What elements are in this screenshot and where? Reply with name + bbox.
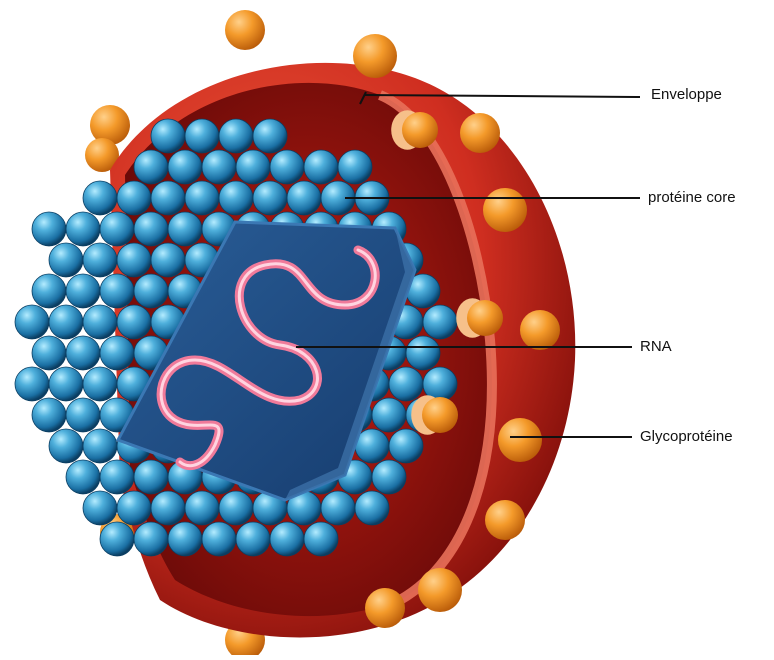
- core-protein-sphere: [66, 460, 100, 494]
- core-protein-sphere: [117, 305, 151, 339]
- core-protein-sphere: [389, 367, 423, 401]
- glycoprotein-knob: [520, 310, 560, 350]
- core-protein-sphere: [151, 181, 185, 215]
- core-protein-sphere: [100, 522, 134, 556]
- core-protein-sphere: [100, 336, 134, 370]
- glycoprotein-knob: [391, 110, 438, 150]
- core-protein-sphere: [219, 181, 253, 215]
- core-protein-sphere: [66, 336, 100, 370]
- core-protein-sphere: [32, 274, 66, 308]
- core-protein-sphere: [236, 150, 270, 184]
- core-protein-sphere: [406, 336, 440, 370]
- core-protein-sphere: [168, 522, 202, 556]
- core-protein-sphere: [83, 181, 117, 215]
- glycoprotein-knob: [365, 588, 405, 628]
- core-protein-sphere: [134, 460, 168, 494]
- core-protein-sphere: [202, 522, 236, 556]
- glycoprotein-knob: [498, 418, 542, 462]
- core-protein-sphere: [304, 522, 338, 556]
- core-protein-sphere: [100, 274, 134, 308]
- core-protein-sphere: [66, 398, 100, 432]
- core-protein-sphere: [134, 212, 168, 246]
- core-protein-sphere: [372, 398, 406, 432]
- core-protein-sphere: [151, 119, 185, 153]
- core-protein-sphere: [321, 491, 355, 525]
- glycoprotein-knob: [225, 10, 265, 50]
- core-protein-sphere: [270, 522, 304, 556]
- core-protein-sphere: [219, 491, 253, 525]
- label-rna: RNA: [640, 338, 672, 356]
- core-protein-sphere: [100, 460, 134, 494]
- core-protein-sphere: [134, 274, 168, 308]
- core-protein-sphere: [389, 429, 423, 463]
- label-core-protein: protéine core: [648, 189, 736, 207]
- core-protein-sphere: [355, 491, 389, 525]
- core-protein-sphere: [66, 274, 100, 308]
- core-protein-sphere: [151, 491, 185, 525]
- core-protein-sphere: [83, 491, 117, 525]
- core-protein-sphere: [202, 150, 236, 184]
- core-protein-sphere: [49, 367, 83, 401]
- core-protein-sphere: [83, 367, 117, 401]
- core-protein-sphere: [423, 305, 457, 339]
- core-protein-sphere: [168, 150, 202, 184]
- core-protein-sphere: [49, 305, 83, 339]
- core-protein-sphere: [66, 212, 100, 246]
- glycoprotein-knob: [460, 113, 500, 153]
- glycoprotein-knob: [485, 500, 525, 540]
- glycoprotein-knob: [456, 298, 503, 338]
- core-protein-sphere: [83, 305, 117, 339]
- glycoprotein-knob: [90, 105, 130, 145]
- core-protein-sphere: [134, 522, 168, 556]
- core-protein-sphere: [117, 491, 151, 525]
- label-envelope: Enveloppe: [651, 86, 722, 104]
- core-protein-sphere: [32, 336, 66, 370]
- core-protein-sphere: [134, 150, 168, 184]
- core-protein-sphere: [32, 398, 66, 432]
- glycoprotein-knob: [418, 568, 462, 612]
- core-protein-sphere: [185, 181, 219, 215]
- core-protein-sphere: [15, 367, 49, 401]
- core-protein-sphere: [168, 212, 202, 246]
- core-protein-sphere: [253, 181, 287, 215]
- core-protein-sphere: [15, 305, 49, 339]
- core-protein-sphere: [287, 181, 321, 215]
- core-protein-sphere: [83, 429, 117, 463]
- core-protein-sphere: [304, 150, 338, 184]
- core-protein-sphere: [151, 243, 185, 277]
- core-protein-sphere: [338, 150, 372, 184]
- core-protein-sphere: [185, 119, 219, 153]
- core-protein-sphere: [49, 429, 83, 463]
- core-protein-sphere: [100, 212, 134, 246]
- glycoprotein-knob: [411, 395, 458, 435]
- glycoprotein-knob: [483, 188, 527, 232]
- core-protein-sphere: [372, 460, 406, 494]
- core-protein-sphere: [270, 150, 304, 184]
- core-protein-sphere: [49, 243, 83, 277]
- glycoprotein-knob: [353, 34, 397, 78]
- label-glycoprotein: Glycoprotéine: [640, 428, 733, 446]
- core-protein-sphere: [185, 491, 219, 525]
- core-protein-sphere: [32, 212, 66, 246]
- core-protein-sphere: [253, 119, 287, 153]
- core-protein-sphere: [117, 243, 151, 277]
- core-protein-sphere: [83, 243, 117, 277]
- core-protein-sphere: [236, 522, 270, 556]
- core-protein-sphere: [219, 119, 253, 153]
- core-protein-sphere: [117, 181, 151, 215]
